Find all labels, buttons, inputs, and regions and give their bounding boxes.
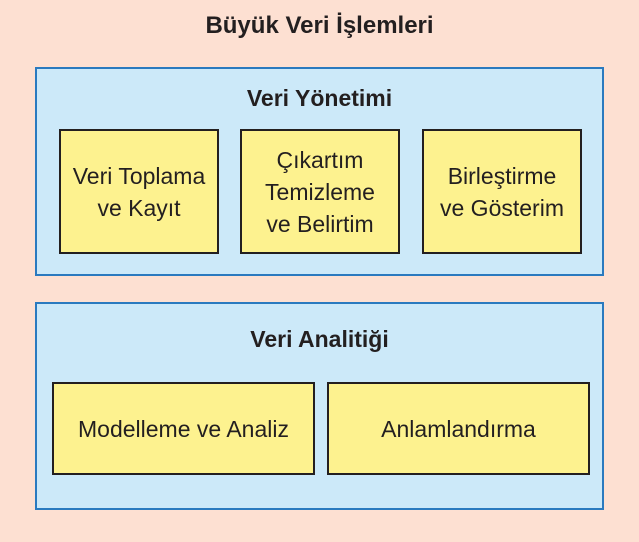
- diagram-title: Büyük Veri İşlemleri: [205, 12, 434, 39]
- data-management-panel: Veri Yönetimi Veri Toplama ve Kayıt Çıka…: [35, 67, 604, 276]
- collection-box: Veri Toplama ve Kayıt: [59, 129, 219, 254]
- data-analytics-panel: Veri Analitiği Modelleme ve Analiz Anlam…: [35, 302, 604, 510]
- integration-box: Birleştirme ve Gösterim: [422, 129, 582, 254]
- extraction-box: Çıkartım Temizleme ve Belirtim: [240, 129, 400, 254]
- interpretation-box: Anlamlandırma: [327, 382, 590, 475]
- modeling-box: Modelleme ve Analiz: [52, 382, 315, 475]
- panel-title: Veri Analitiği: [250, 326, 389, 352]
- panel-title: Veri Yönetimi: [246, 85, 393, 111]
